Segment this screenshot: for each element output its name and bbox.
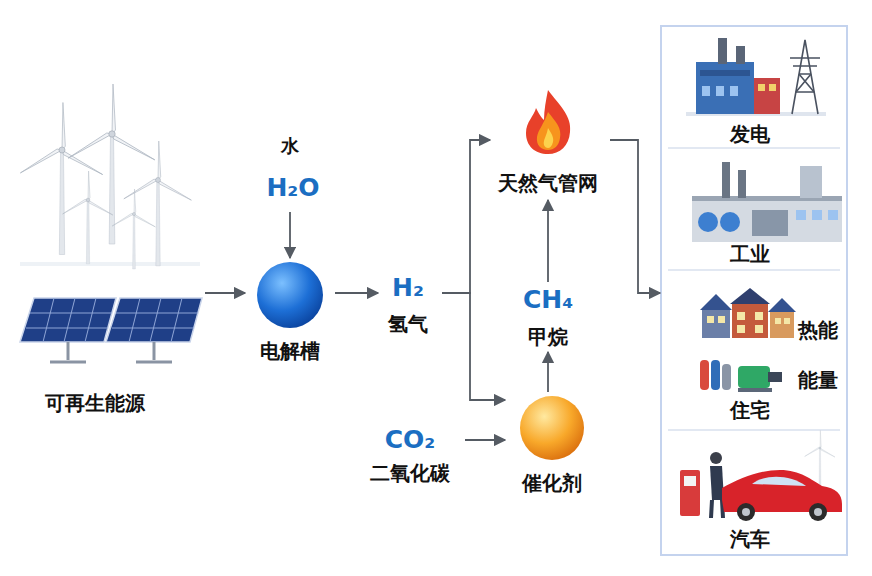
carbon-dioxide: CO₂ 二氧化碳 (355, 418, 465, 490)
node-label: 甲烷 (513, 326, 583, 349)
water-input: 水H₂O (255, 130, 325, 212)
methane: CH₄甲烷 (513, 282, 583, 352)
node-label: 可再生能源 (5, 392, 185, 415)
residential: 热能能量住宅 (662, 272, 846, 432)
electrolyzer-sphere (245, 258, 335, 330)
electrolyzer: 电解槽 (245, 258, 335, 368)
node-label: 催化剂 (502, 472, 602, 495)
flow-arrow (547, 352, 549, 392)
node-label: 二氧化碳 (355, 462, 465, 485)
power-generation: 发电 (662, 27, 846, 149)
chemical-formula: H₂ (373, 274, 443, 303)
flow-arrow (335, 292, 378, 294)
chemical-formula: CH₄ (508, 286, 588, 315)
node-label: 氢气 (373, 313, 443, 336)
application-panel: 发电工业热能能量住宅汽车 (660, 25, 848, 556)
flow-arrow (610, 140, 660, 293)
node-label: 水 (255, 136, 325, 157)
node-label: 能量 (790, 369, 846, 392)
flame-icon (490, 88, 610, 168)
flow-arrow (442, 140, 490, 293)
flow-arrow (547, 200, 549, 282)
gas-grid: 天然气管网 (490, 88, 610, 200)
flow-arrow (289, 212, 291, 258)
node-label: 工业 (710, 243, 790, 266)
node-label: 发电 (710, 123, 790, 146)
flow-arrow (465, 439, 505, 441)
catalyst: 催化剂 (505, 392, 600, 500)
chemical-formula: CO₂ (365, 426, 455, 455)
node-label: 电解槽 (240, 340, 340, 363)
node-label: 天然气管网 (483, 172, 613, 195)
chemical-formula: H₂O (248, 174, 338, 203)
node-label: 住宅 (710, 399, 790, 422)
hydrogen: H₂氢气 (378, 270, 442, 340)
flow-arrow (442, 293, 505, 400)
node-label: 热能 (790, 319, 846, 342)
industry: 工业 (662, 150, 846, 272)
renewable-energy: 可再生能源 (15, 115, 205, 420)
vehicles: 汽车 (662, 432, 846, 554)
catalyst-sphere (505, 392, 600, 464)
flow-arrow (205, 292, 245, 294)
node-label: 汽车 (710, 528, 790, 551)
